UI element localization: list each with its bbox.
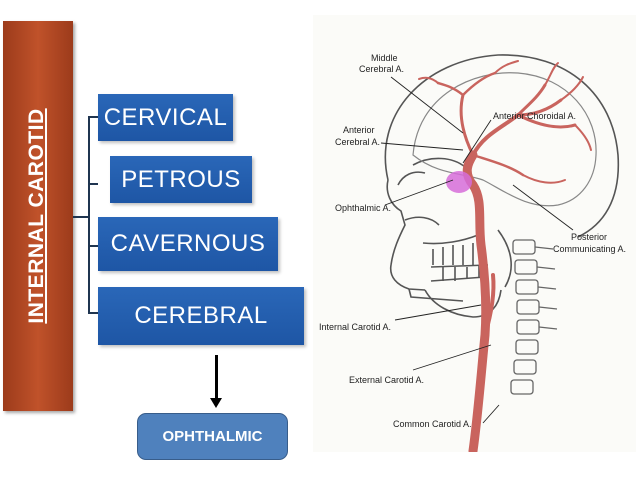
- label-anterior-cerebral-1: Anterior: [343, 125, 375, 135]
- label-anterior-choroidal: Anterior Choroidal A.: [493, 111, 576, 121]
- arrow-down-icon: [210, 398, 222, 408]
- tree-connector-cavernous: [88, 245, 98, 247]
- label-anterior-cerebral-2: Cerebral A.: [335, 137, 380, 147]
- label-ophthalmic: Ophthalmic A.: [335, 203, 391, 213]
- tree-connector-stem: [73, 216, 89, 218]
- label-posterior-communicating-2: Communicating A.: [553, 244, 626, 254]
- ophthalmic-branch-box: OPHTHALMIC: [137, 413, 288, 460]
- carotid-illustration-panel: Middle Cerebral A. Anterior Choroidal A.…: [313, 15, 636, 456]
- label-external-carotid: External Carotid A.: [349, 375, 424, 385]
- label-common-carotid: Common Carotid A.: [393, 419, 472, 429]
- internal-carotid-title: INTERNAL CAROTID: [25, 108, 48, 324]
- label-internal-carotid: Internal Carotid A.: [319, 322, 391, 332]
- cavernous-sinus-highlight: [446, 171, 472, 193]
- skull-outline: [384, 54, 620, 318]
- head-artery-illustration: Middle Cerebral A. Anterior Choroidal A.…: [319, 53, 626, 456]
- label-middle-cerebral-2: Cerebral A.: [359, 64, 404, 74]
- anatomy-labels: Middle Cerebral A. Anterior Choroidal A.…: [319, 53, 626, 429]
- segment-petrous: PETROUS: [110, 156, 252, 203]
- tree-connector-cerebral: [88, 312, 98, 314]
- segment-cervical: CERVICAL: [98, 94, 233, 141]
- segment-cavernous: CAVERNOUS: [98, 217, 278, 271]
- vertebrae: [510, 239, 558, 395]
- segment-cerebral: CEREBRAL: [98, 287, 304, 345]
- leader-lines: [380, 76, 574, 424]
- label-posterior-communicating-1: Posterior: [571, 232, 607, 242]
- arrow-shaft: [215, 355, 218, 402]
- tree-connector-cervical: [88, 116, 98, 118]
- brain-outline: [412, 72, 597, 207]
- label-middle-cerebral-1: Middle: [371, 53, 398, 63]
- tree-connector-trunk: [88, 116, 90, 314]
- tree-connector-petrous: [88, 183, 98, 185]
- internal-carotid-banner: [3, 21, 73, 411]
